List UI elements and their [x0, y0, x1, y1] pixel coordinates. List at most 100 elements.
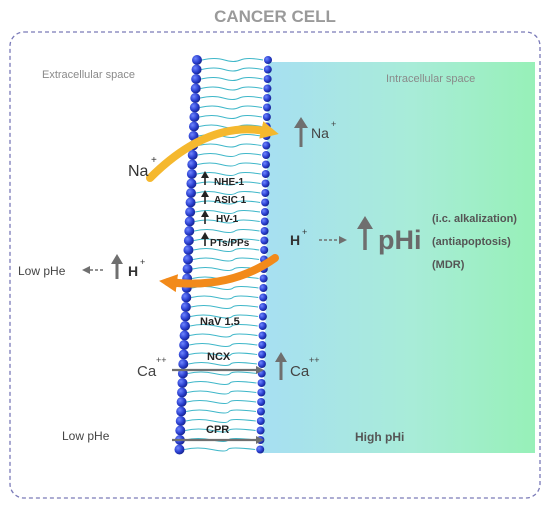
lipid-tail [195, 210, 261, 214]
intracellular-label: Intracellular space [386, 73, 475, 85]
up-arrow-icon [201, 190, 209, 204]
lipid-tail [195, 191, 261, 195]
lipid-head [256, 407, 265, 416]
lipid-head [178, 349, 189, 360]
extracellular-label: Extracellular space [42, 69, 135, 81]
ca-inside-charge: ++ [309, 355, 320, 365]
lipid-head [191, 64, 202, 75]
na-outside-charge: + [151, 155, 157, 166]
lipid-head [176, 406, 187, 417]
ca-inside-label: Ca [290, 363, 310, 380]
lipid-head [259, 303, 268, 311]
lipid-head [183, 235, 194, 246]
h-efflux-arrow [159, 254, 279, 293]
lipid-head [263, 103, 272, 112]
lipid-head [264, 56, 272, 64]
na-outside-label: Na [128, 163, 149, 180]
antiapoptosis-label: (antiapoptosis) [432, 236, 511, 248]
lipid-head [260, 236, 269, 245]
lipid-head [256, 426, 265, 435]
lipid-tail [199, 115, 262, 119]
na-influx-arrow [146, 121, 279, 182]
low-phe-bottom-label: Low pHe [62, 429, 110, 443]
lipid-head [261, 198, 270, 207]
lipid-head [258, 331, 267, 340]
lipid-tail [186, 390, 257, 395]
up-arrow-icon [275, 352, 287, 380]
h-inside-label: H [290, 232, 300, 248]
lipid-head [183, 245, 194, 255]
lipid-head [185, 207, 196, 217]
lipid-tail [188, 352, 258, 357]
high-phi-label: High pHi [355, 430, 404, 444]
lipid-head [174, 444, 185, 455]
lipid-bilayer [174, 55, 272, 455]
up-arrow-icon [201, 210, 209, 224]
lipid-head [260, 227, 269, 235]
cell-border [9, 31, 541, 499]
lipid-head [177, 387, 188, 398]
lipid-head [262, 151, 271, 159]
lipid-head [262, 113, 271, 121]
lipid-tail [200, 86, 263, 91]
up-arrow-icon [201, 232, 209, 246]
lipid-tail [193, 248, 260, 252]
low-phe-top-label: Low pHe [18, 264, 66, 278]
lipid-tail [187, 381, 257, 385]
transporter-hv1: HV-1 [201, 210, 239, 225]
lipid-tail [189, 343, 258, 347]
up-arrow-icon [201, 171, 209, 185]
lipid-head [192, 55, 202, 65]
lipid-tail [201, 67, 263, 72]
lipid-head [180, 302, 191, 312]
lipid-tail [189, 324, 258, 328]
lipid-head [176, 397, 187, 407]
lipid-tail [189, 333, 258, 338]
lipid-tail [194, 229, 260, 233]
lipid-head [261, 170, 270, 178]
up-arrow-icon [111, 254, 123, 279]
lipid-head [179, 340, 190, 350]
lipid-head [260, 208, 269, 216]
lipid-tail [192, 267, 259, 271]
lipid-tail [196, 181, 261, 186]
lipid-head [179, 330, 190, 341]
lipid-head [261, 179, 270, 188]
lipid-tail [188, 362, 257, 366]
lipid-head [263, 75, 272, 83]
lipid-head [178, 359, 189, 369]
mdr-label: (MDR) [432, 259, 465, 271]
lipid-tail [198, 143, 262, 148]
lipid-head [259, 274, 268, 283]
h-outside-charge: + [140, 257, 145, 267]
lipid-head [258, 312, 267, 321]
lipid-tail [185, 428, 256, 433]
lipid-tail [190, 314, 258, 319]
lipid-head [175, 425, 186, 436]
alkalization-label: (i.c. alkalization) [432, 213, 517, 225]
na-inside-label: Na [311, 125, 329, 141]
lipid-tail [184, 447, 256, 452]
lipid-head [258, 341, 267, 349]
lipid-head [189, 121, 200, 132]
transporter-ncx: NCX [207, 351, 231, 363]
lipid-tail [199, 105, 263, 110]
transporter-nav15: NaV 1.5 [200, 316, 240, 328]
lipid-head [258, 322, 267, 330]
lipid-head [263, 94, 272, 102]
na-inside-charge: + [331, 119, 336, 129]
svg-text:ASIC 1: ASIC 1 [214, 195, 247, 206]
lipid-head [257, 379, 266, 387]
lipid-head [261, 189, 270, 197]
lipid-head [257, 360, 266, 368]
lipid-head [260, 246, 269, 254]
lipid-tail [200, 96, 263, 100]
transporter-cpr: CPR [206, 424, 229, 436]
phi-label: pHi [378, 225, 422, 255]
lipid-head [180, 321, 191, 331]
lipid-head [177, 378, 188, 388]
lipid-tail [186, 409, 257, 414]
lipid-tail [190, 305, 259, 309]
lipid-head [184, 216, 195, 227]
